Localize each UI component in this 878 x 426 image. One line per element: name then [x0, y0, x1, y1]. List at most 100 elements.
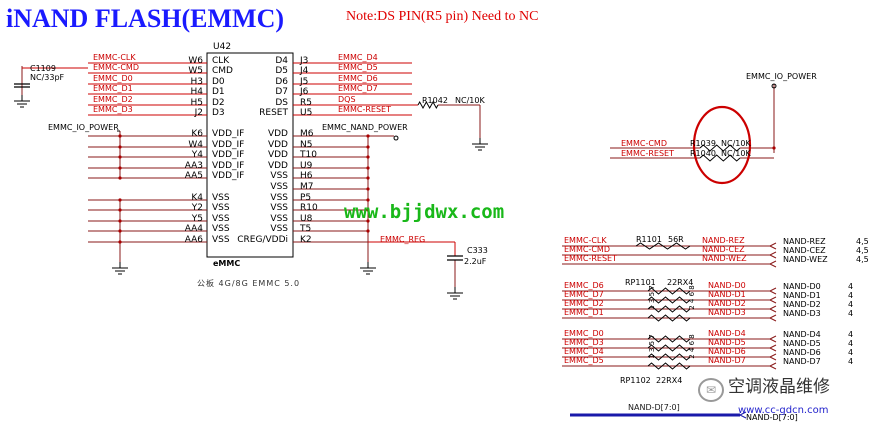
r1040-ref: R1040	[690, 149, 716, 158]
r1039-resistor-icon	[699, 144, 741, 152]
left-pin-num: H3	[190, 77, 204, 87]
junction-dot	[366, 198, 370, 202]
rp1101-port: NAND-D3	[783, 309, 821, 318]
junction-dot	[118, 134, 122, 138]
right-pin-num: U8	[300, 214, 313, 224]
r1039-ref: R1039	[690, 139, 716, 148]
right-pin-net: EMMC-RESET	[338, 105, 391, 114]
rp1101-page: 4	[848, 291, 854, 300]
junction-dot	[366, 187, 370, 191]
left-pin-num: AA4	[184, 224, 203, 234]
r1042-resistor-icon	[417, 100, 439, 110]
junction-dot	[118, 219, 122, 223]
rp1101-net: EMMC_D2	[564, 299, 604, 308]
right-pin-name: DS	[275, 98, 288, 108]
port-arrow-icon	[769, 344, 777, 352]
nand-power-label: EMMC_NAND_POWER	[322, 123, 408, 132]
r1042-value: NC/10K	[455, 96, 485, 105]
ctrl-net: EMMC-CLK	[564, 236, 607, 245]
ctrl-port: NAND-CEZ	[783, 246, 826, 255]
rp1102-nand: NAND-D4	[708, 329, 746, 338]
left-pin-name: VDD_IF	[212, 150, 245, 160]
symbols-layer	[14, 83, 777, 419]
rp1102-nand: NAND-D7	[708, 356, 746, 365]
rp1102-pins-left: 1 3 5 7	[647, 334, 656, 359]
left-pin-name: VDD_IF	[212, 171, 245, 181]
right-pin-num: R10	[300, 203, 318, 213]
site-watermark: www.bjjdwx.com	[344, 201, 505, 223]
right-pin-net: EMMC_D7	[338, 84, 378, 93]
rp1101-net: EMMC_D1	[564, 308, 604, 317]
junction-dot	[772, 146, 776, 150]
right-pin-num: J3	[300, 56, 309, 66]
right-pin-num: J6	[300, 87, 309, 97]
right-pin-num: N5	[300, 140, 313, 150]
io-power-left-label: EMMC_IO_POWER	[48, 123, 119, 132]
rp1102-page: 4	[848, 339, 854, 348]
ground-icon	[447, 287, 463, 300]
ctrl-page: 4,5	[856, 246, 869, 255]
rp1101-net: EMMC_D7	[564, 290, 604, 299]
left-pin-num: AA6	[184, 235, 203, 245]
left-pin-net: EMMC-CLK	[93, 53, 136, 62]
right-pin-name: VDD	[267, 161, 288, 171]
left-pin-name: D2	[212, 98, 225, 108]
rp1101-resistor-icon	[647, 296, 691, 304]
junction-dot	[118, 176, 122, 180]
port-arrow-icon	[769, 242, 777, 250]
left-pin-name: VDD_IF	[212, 140, 245, 150]
right-pin-net: EMMC_D5	[338, 63, 378, 72]
ground-icon	[360, 262, 376, 275]
ctrl-nand: NAND-CEZ	[702, 245, 745, 254]
ctrl-net: EMMC-CMD	[564, 245, 610, 254]
port-arrow-icon	[769, 353, 777, 361]
port-arrow-icon	[769, 296, 777, 304]
right-pin-name: VSS	[270, 224, 288, 234]
left-pin-net: EMMC_D2	[93, 95, 133, 104]
right-pin-num: U5	[300, 108, 313, 118]
right-pin-name: VDD	[267, 140, 288, 150]
port-arrow-icon	[769, 362, 777, 370]
right-pin-name: RESET	[259, 108, 288, 118]
rp1102-port: NAND-D4	[783, 330, 821, 339]
rp1102-port: NAND-D7	[783, 357, 821, 366]
left-pin-num: K4	[191, 193, 203, 203]
left-pin-name: VDD_IF	[212, 161, 245, 171]
right-pin-num: T5	[300, 224, 312, 234]
rp1102-resistor-icon	[647, 344, 691, 352]
chip-part: eMMC	[213, 259, 241, 268]
rp1102-nand: NAND-D5	[708, 338, 746, 347]
left-pin-name: CMD	[212, 66, 233, 76]
junction-dot	[118, 166, 122, 170]
right-pin-num: P5	[300, 193, 312, 203]
right-pin-net: DQS	[338, 95, 356, 104]
nand-power-port-icon	[393, 135, 399, 141]
r1042-ref: R1042	[422, 96, 448, 105]
left-pin-num: Y4	[191, 150, 203, 160]
junction-dot	[118, 145, 122, 149]
bus-port: NAND-D[7:0]	[746, 413, 798, 422]
right-pin-name: VSS	[270, 171, 288, 181]
right-pin-name: VSS	[270, 203, 288, 213]
junction-dot	[118, 208, 122, 212]
rp1101-page: 4	[848, 300, 854, 309]
c1109-value: NC/33pF	[30, 73, 65, 82]
rp1102-net: EMMC_D4	[564, 347, 604, 356]
c333-ref: C333	[467, 246, 488, 255]
right-pin-name: D6	[275, 77, 288, 87]
junction-dot	[366, 166, 370, 170]
junction-dot	[118, 198, 122, 202]
u42-body	[206, 52, 294, 258]
right-pin-name: VSS	[270, 214, 288, 224]
left-pin-name: D1	[212, 87, 225, 97]
port-arrow-icon	[769, 260, 777, 268]
left-pin-num: Y2	[191, 203, 203, 213]
rp1102-page: 4	[848, 348, 854, 357]
brand-watermark: 空调液晶维修	[728, 377, 830, 397]
ground-icon	[14, 95, 30, 108]
right-pin-num: M7	[300, 182, 314, 192]
junction-dot	[366, 145, 370, 149]
left-pin-num: AA3	[184, 161, 203, 171]
rp1102-ref: RP1102	[620, 376, 651, 385]
rp1102-net: EMMC_D5	[564, 356, 604, 365]
